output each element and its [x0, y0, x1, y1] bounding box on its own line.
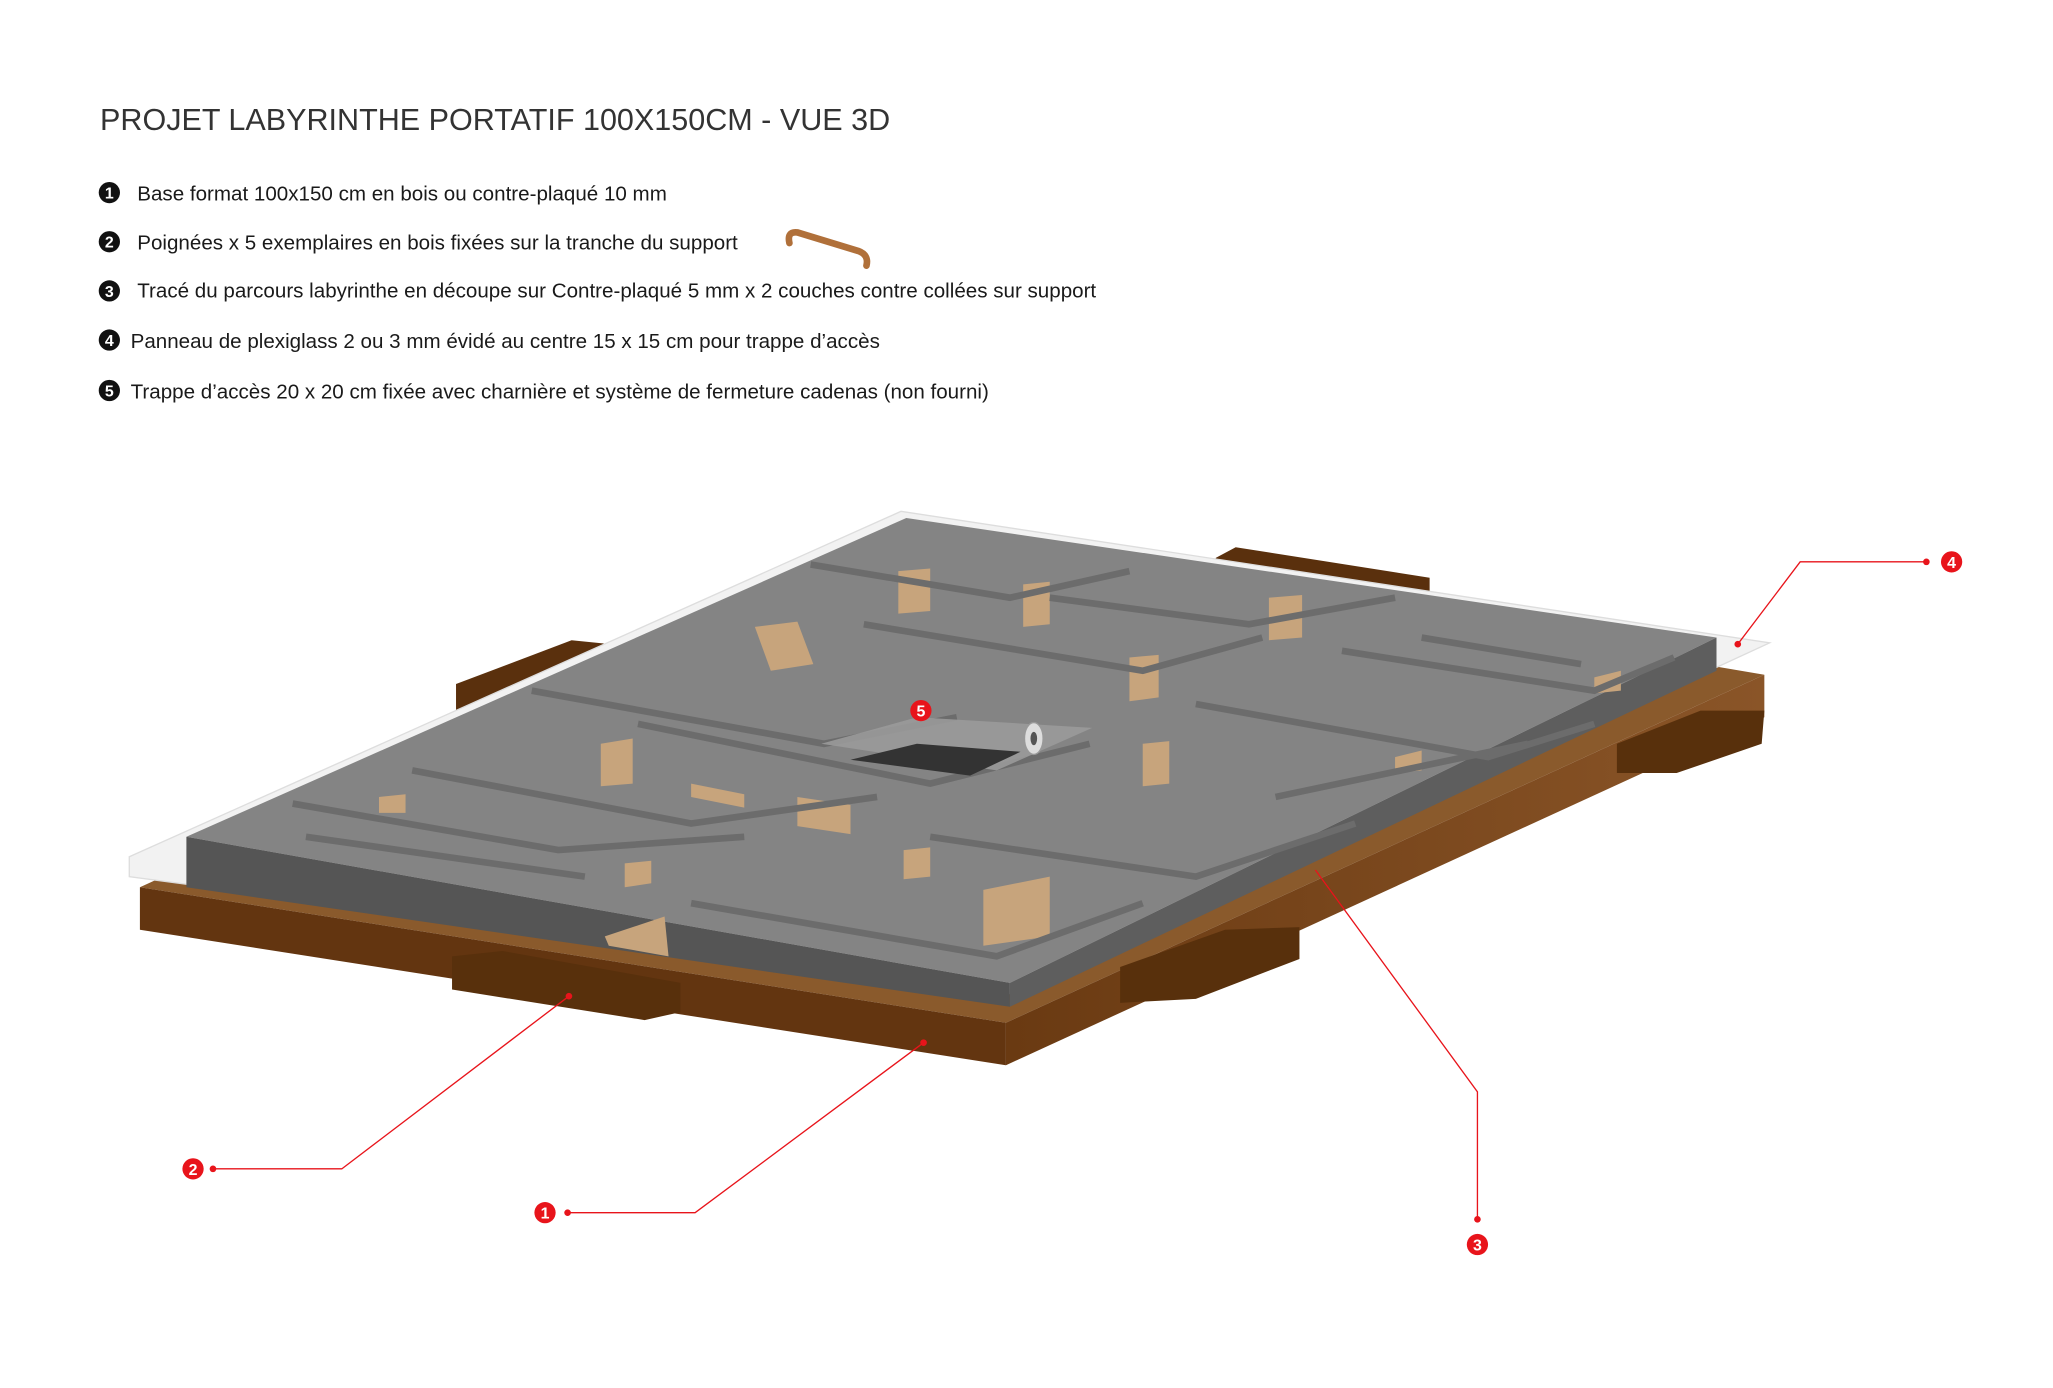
handle-front: [452, 951, 681, 1021]
number-badge-icon: [98, 280, 120, 302]
callout-1: 1: [534, 1039, 927, 1224]
legend-number: 2: [105, 235, 114, 252]
number-badge-icon: [98, 379, 120, 402]
legend-text: Tracé du parcours labyrinthe en découpe …: [137, 280, 1096, 303]
legend-number: 4: [105, 333, 114, 350]
access-hatch: [821, 717, 1093, 776]
maze-board-3d: [128, 510, 1772, 1066]
callout-4: 4: [1734, 551, 1963, 648]
callout-number: 1: [541, 1206, 550, 1223]
legend-text: Poignées x 5 exemplaires en bois fixées …: [137, 232, 738, 255]
legend-text: Base format 100x150 cm en bois ou contre…: [137, 183, 667, 206]
number-badge-icon: [98, 231, 120, 253]
legend-number: 5: [105, 383, 114, 400]
wooden-handle-icon: [785, 228, 871, 269]
number-badge-icon: [98, 181, 120, 204]
callout-2: 2: [182, 992, 573, 1180]
callout-number: 3: [1473, 1238, 1482, 1255]
handle-front-right: [1120, 927, 1300, 1003]
callout-number: 4: [1947, 555, 1956, 572]
legend-number: 1: [105, 186, 114, 203]
callout-number: 2: [189, 1162, 198, 1179]
callout-3: 3: [1314, 869, 1489, 1256]
legend-item-4: 4 Panneau de plexiglass 2 ou 3 mm évidé …: [98, 329, 880, 353]
legend-text: Trappe d’accès 20 x 20 cm fixée avec cha…: [131, 380, 989, 403]
legend-number: 3: [105, 284, 114, 301]
legend-item-2: 2 Poignées x 5 exemplaires en bois fixée…: [98, 228, 871, 269]
callout-number: 5: [916, 704, 925, 721]
number-badge-icon: [98, 329, 120, 351]
legend-text: Panneau de plexiglass 2 ou 3 mm évidé au…: [131, 330, 880, 353]
legend-item-5: 5 Trappe d’accès 20 x 20 cm fixée avec c…: [98, 379, 989, 403]
page-title: PROJET LABYRINTHE PORTATIF 100X150CM - V…: [100, 103, 890, 137]
legend-item-3: 3 Tracé du parcours labyrinthe en découp…: [98, 280, 1096, 303]
callout-5: 5: [910, 699, 932, 722]
legend-item-1: 1 Base format 100x150 cm en bois ou cont…: [98, 181, 667, 206]
handle-right: [1616, 710, 1765, 774]
